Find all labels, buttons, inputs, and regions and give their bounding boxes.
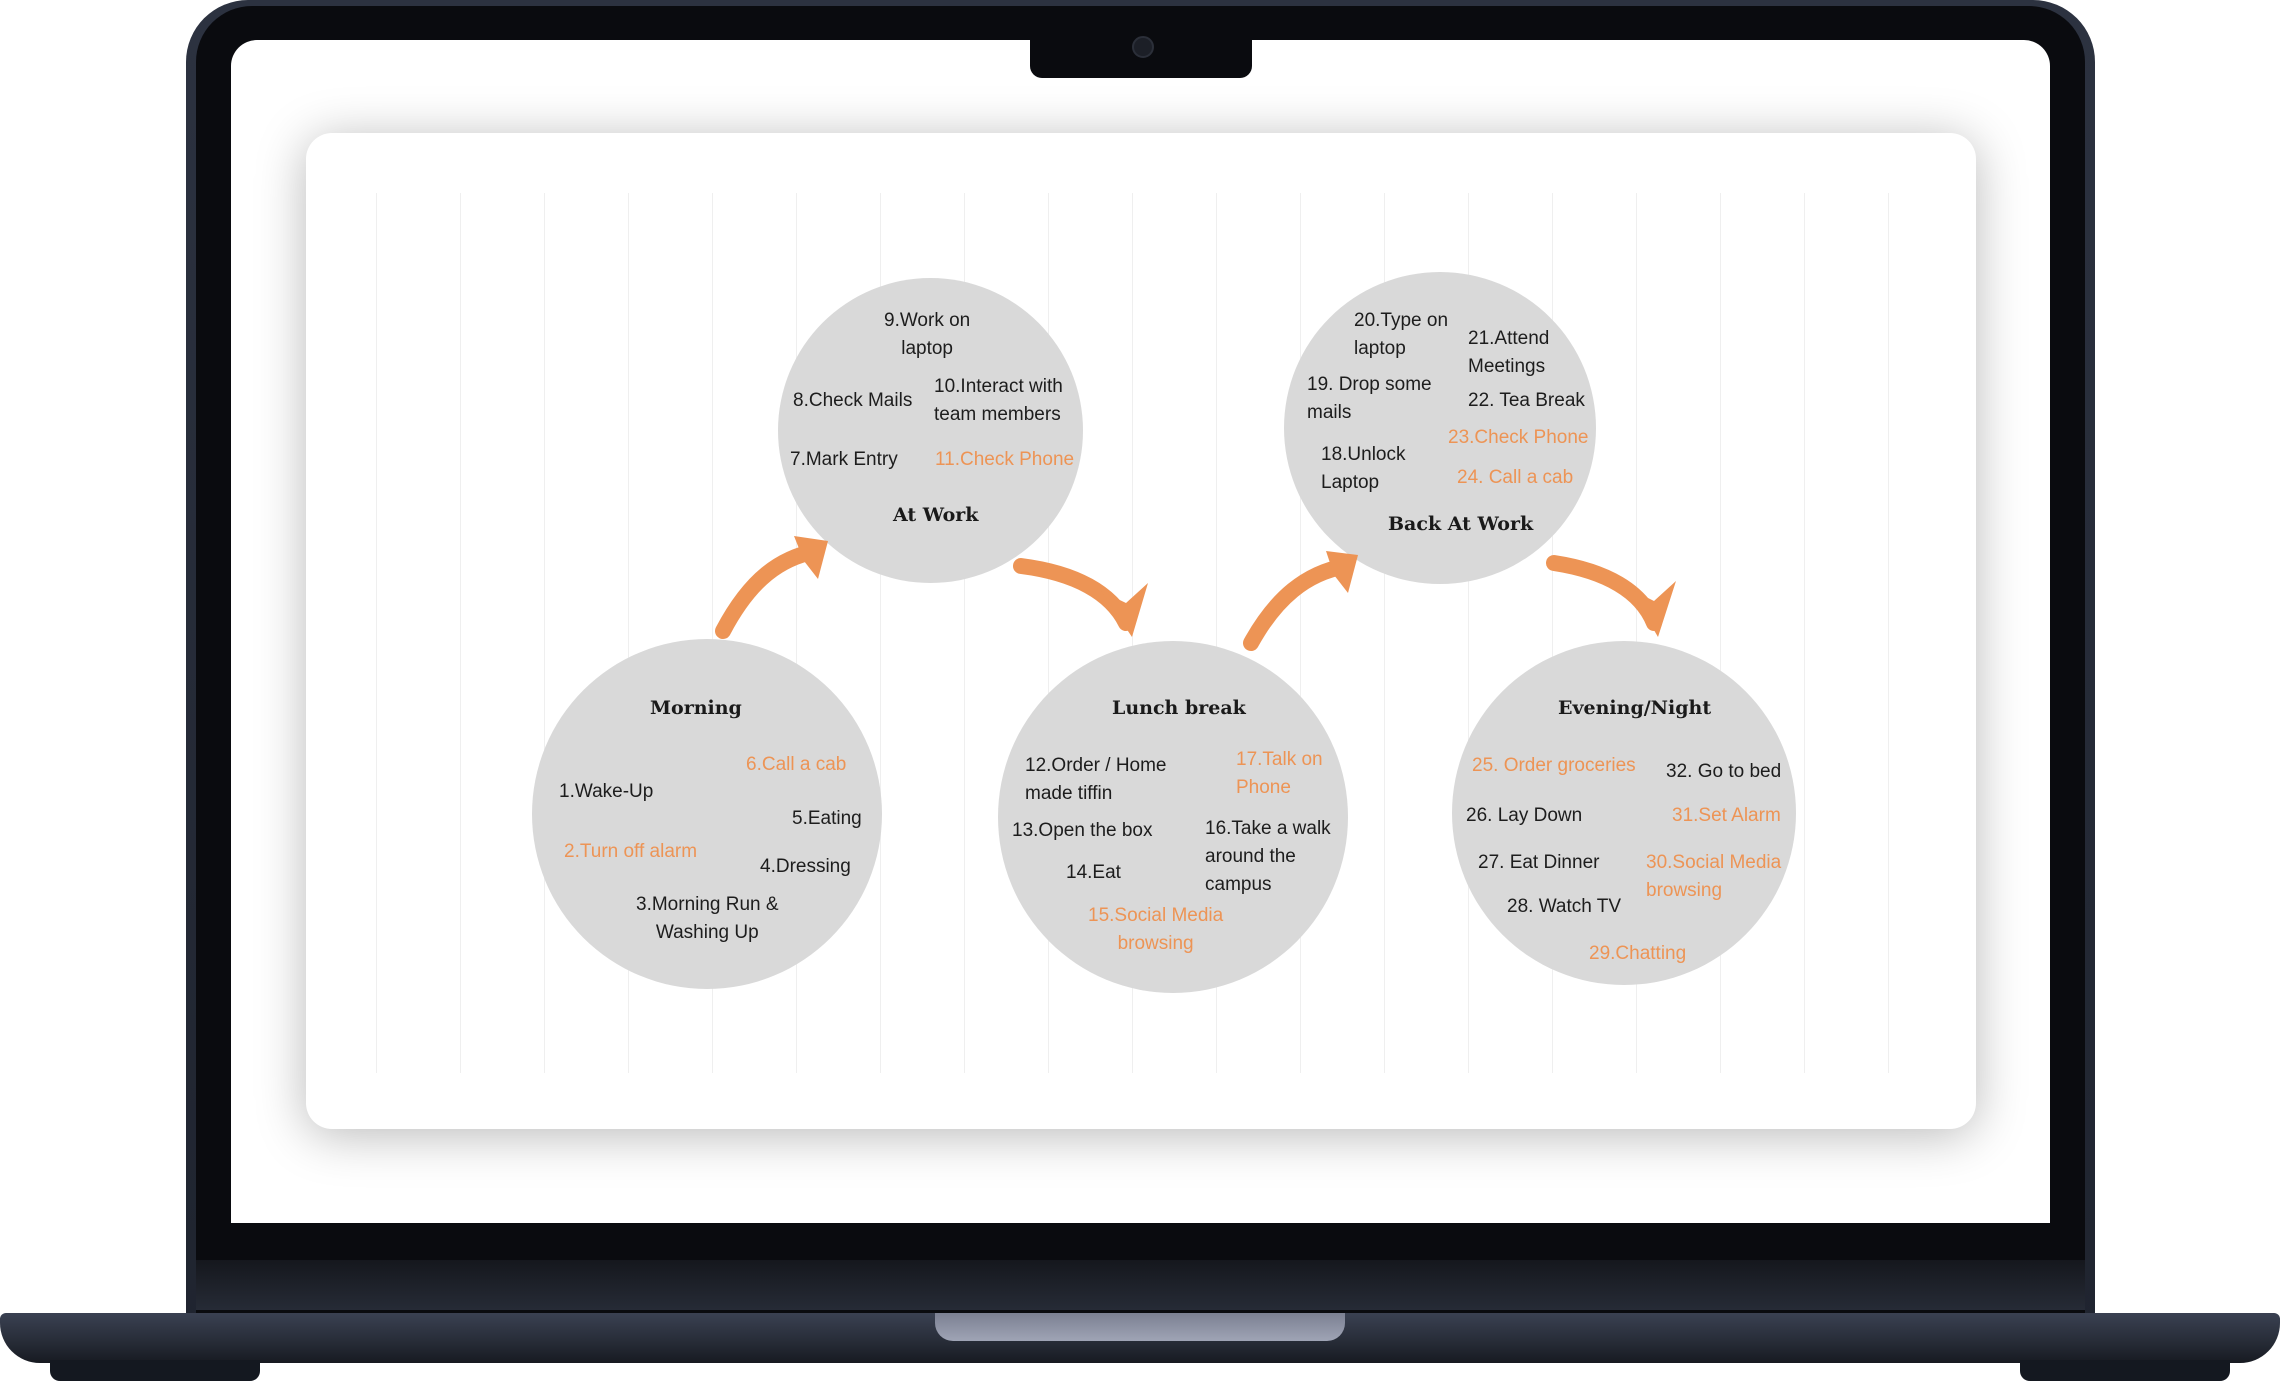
morning-item-3: 3.Morning Run & Washing Up [636,894,779,943]
grid-line [1636,193,1637,1073]
grid-line [1048,193,1049,1073]
back-item-20: 20.Type on laptop [1354,310,1449,359]
evening-title: Evening/Night [1558,697,1712,719]
laptop-hinge [196,1260,2085,1310]
evening-item-28: 28. Watch TV [1507,896,1622,917]
grid-line [628,193,629,1073]
lunch-circle [998,641,1348,993]
grid-line [460,193,461,1073]
back-item-22: 22. Tea Break [1468,390,1585,411]
evening-item-26: 26. Lay Down [1466,805,1583,826]
work-item-10: 10.Interact with team members [934,376,1063,425]
evening-item-29: 29.Chatting [1589,943,1687,964]
back-item-18: 18.Unlock Laptop [1321,444,1406,493]
laptop-opening-notch [935,1313,1345,1341]
at-work-circle [778,278,1083,583]
lunch-item-16: 16.Take a walk around the campus [1205,818,1331,895]
work-item-8: 8.Check Mails [793,390,913,411]
morning-item-6: 6.Call a cab [746,754,847,775]
grid-line [880,193,881,1073]
laptop-foot-left [50,1360,260,1381]
arrow-head-2 [1101,583,1148,637]
evening-item-31: 31.Set Alarm [1672,805,1781,826]
back-item-23: 23.Check Phone [1448,427,1589,448]
lunch-item-12: 12.Order / Home made tiffin [1025,755,1167,804]
grid-line [1552,193,1553,1073]
lunch-item-15: 15.Social Media browsing [1088,905,1224,954]
grid-line [1216,193,1217,1073]
work-item-11: 11.Check Phone [935,449,1075,470]
morning-title: Morning [650,697,742,719]
evening-item-30: 30.Social Media browsing [1646,852,1782,901]
arrow-morning-to-work [715,543,824,639]
arrow-back-to-evening [1546,555,1662,631]
work-item-7: 7.Mark Entry [790,449,898,470]
back-at-work-circle [1284,272,1596,584]
arrow-head-3 [1326,551,1358,593]
arrow-work-to-lunch [1013,558,1134,631]
morning-item-4: 4.Dressing [760,856,851,877]
grid-line [1888,193,1889,1073]
back-item-21: 21.Attend Meetings [1468,328,1550,377]
grid-line [1468,193,1469,1073]
lunch-item-13: 13.Open the box [1012,820,1153,841]
grid-line [1804,193,1805,1073]
grid-line [376,193,377,1073]
grid-line [712,193,713,1073]
grid-line [796,193,797,1073]
camera-icon [1132,36,1154,58]
lunch-item-14: 14.Eat [1066,862,1121,883]
back-item-24: 24. Call a cab [1457,467,1574,488]
back-at-work-title: Back At Work [1388,513,1534,535]
evening-circle [1452,641,1796,985]
work-item-9: 9.Work on laptop [884,310,971,359]
evening-item-32: 32. Go to bed [1666,761,1782,782]
arrow-lunch-to-back [1243,558,1354,651]
grid-line [1720,193,1721,1073]
flow-arrows [715,536,1676,651]
evening-item-27: 27. Eat Dinner [1478,852,1600,873]
morning-circle [532,639,882,989]
grid-line [1384,193,1385,1073]
laptop-foot-right [2020,1360,2230,1381]
lunch-item-17: 17.Talk on Phone [1236,749,1323,798]
diagram-card: Morning 1.Wake-Up 2.Turn off alarm 3.Mor… [306,133,1976,1129]
grid-line [1300,193,1301,1073]
morning-item-5: 5.Eating [792,808,862,829]
back-item-19: 19. Drop some mails [1307,374,1432,423]
arrow-head-1 [794,536,828,579]
grid-line [544,193,545,1073]
lunch-title: Lunch break [1112,697,1246,719]
arrow-head-4 [1630,581,1676,637]
at-work-title: At Work [893,504,979,526]
evening-item-25: 25. Order groceries [1472,755,1636,776]
morning-item-1: 1.Wake-Up [559,781,654,802]
morning-item-2: 2.Turn off alarm [564,841,698,862]
grid-line [964,193,965,1073]
